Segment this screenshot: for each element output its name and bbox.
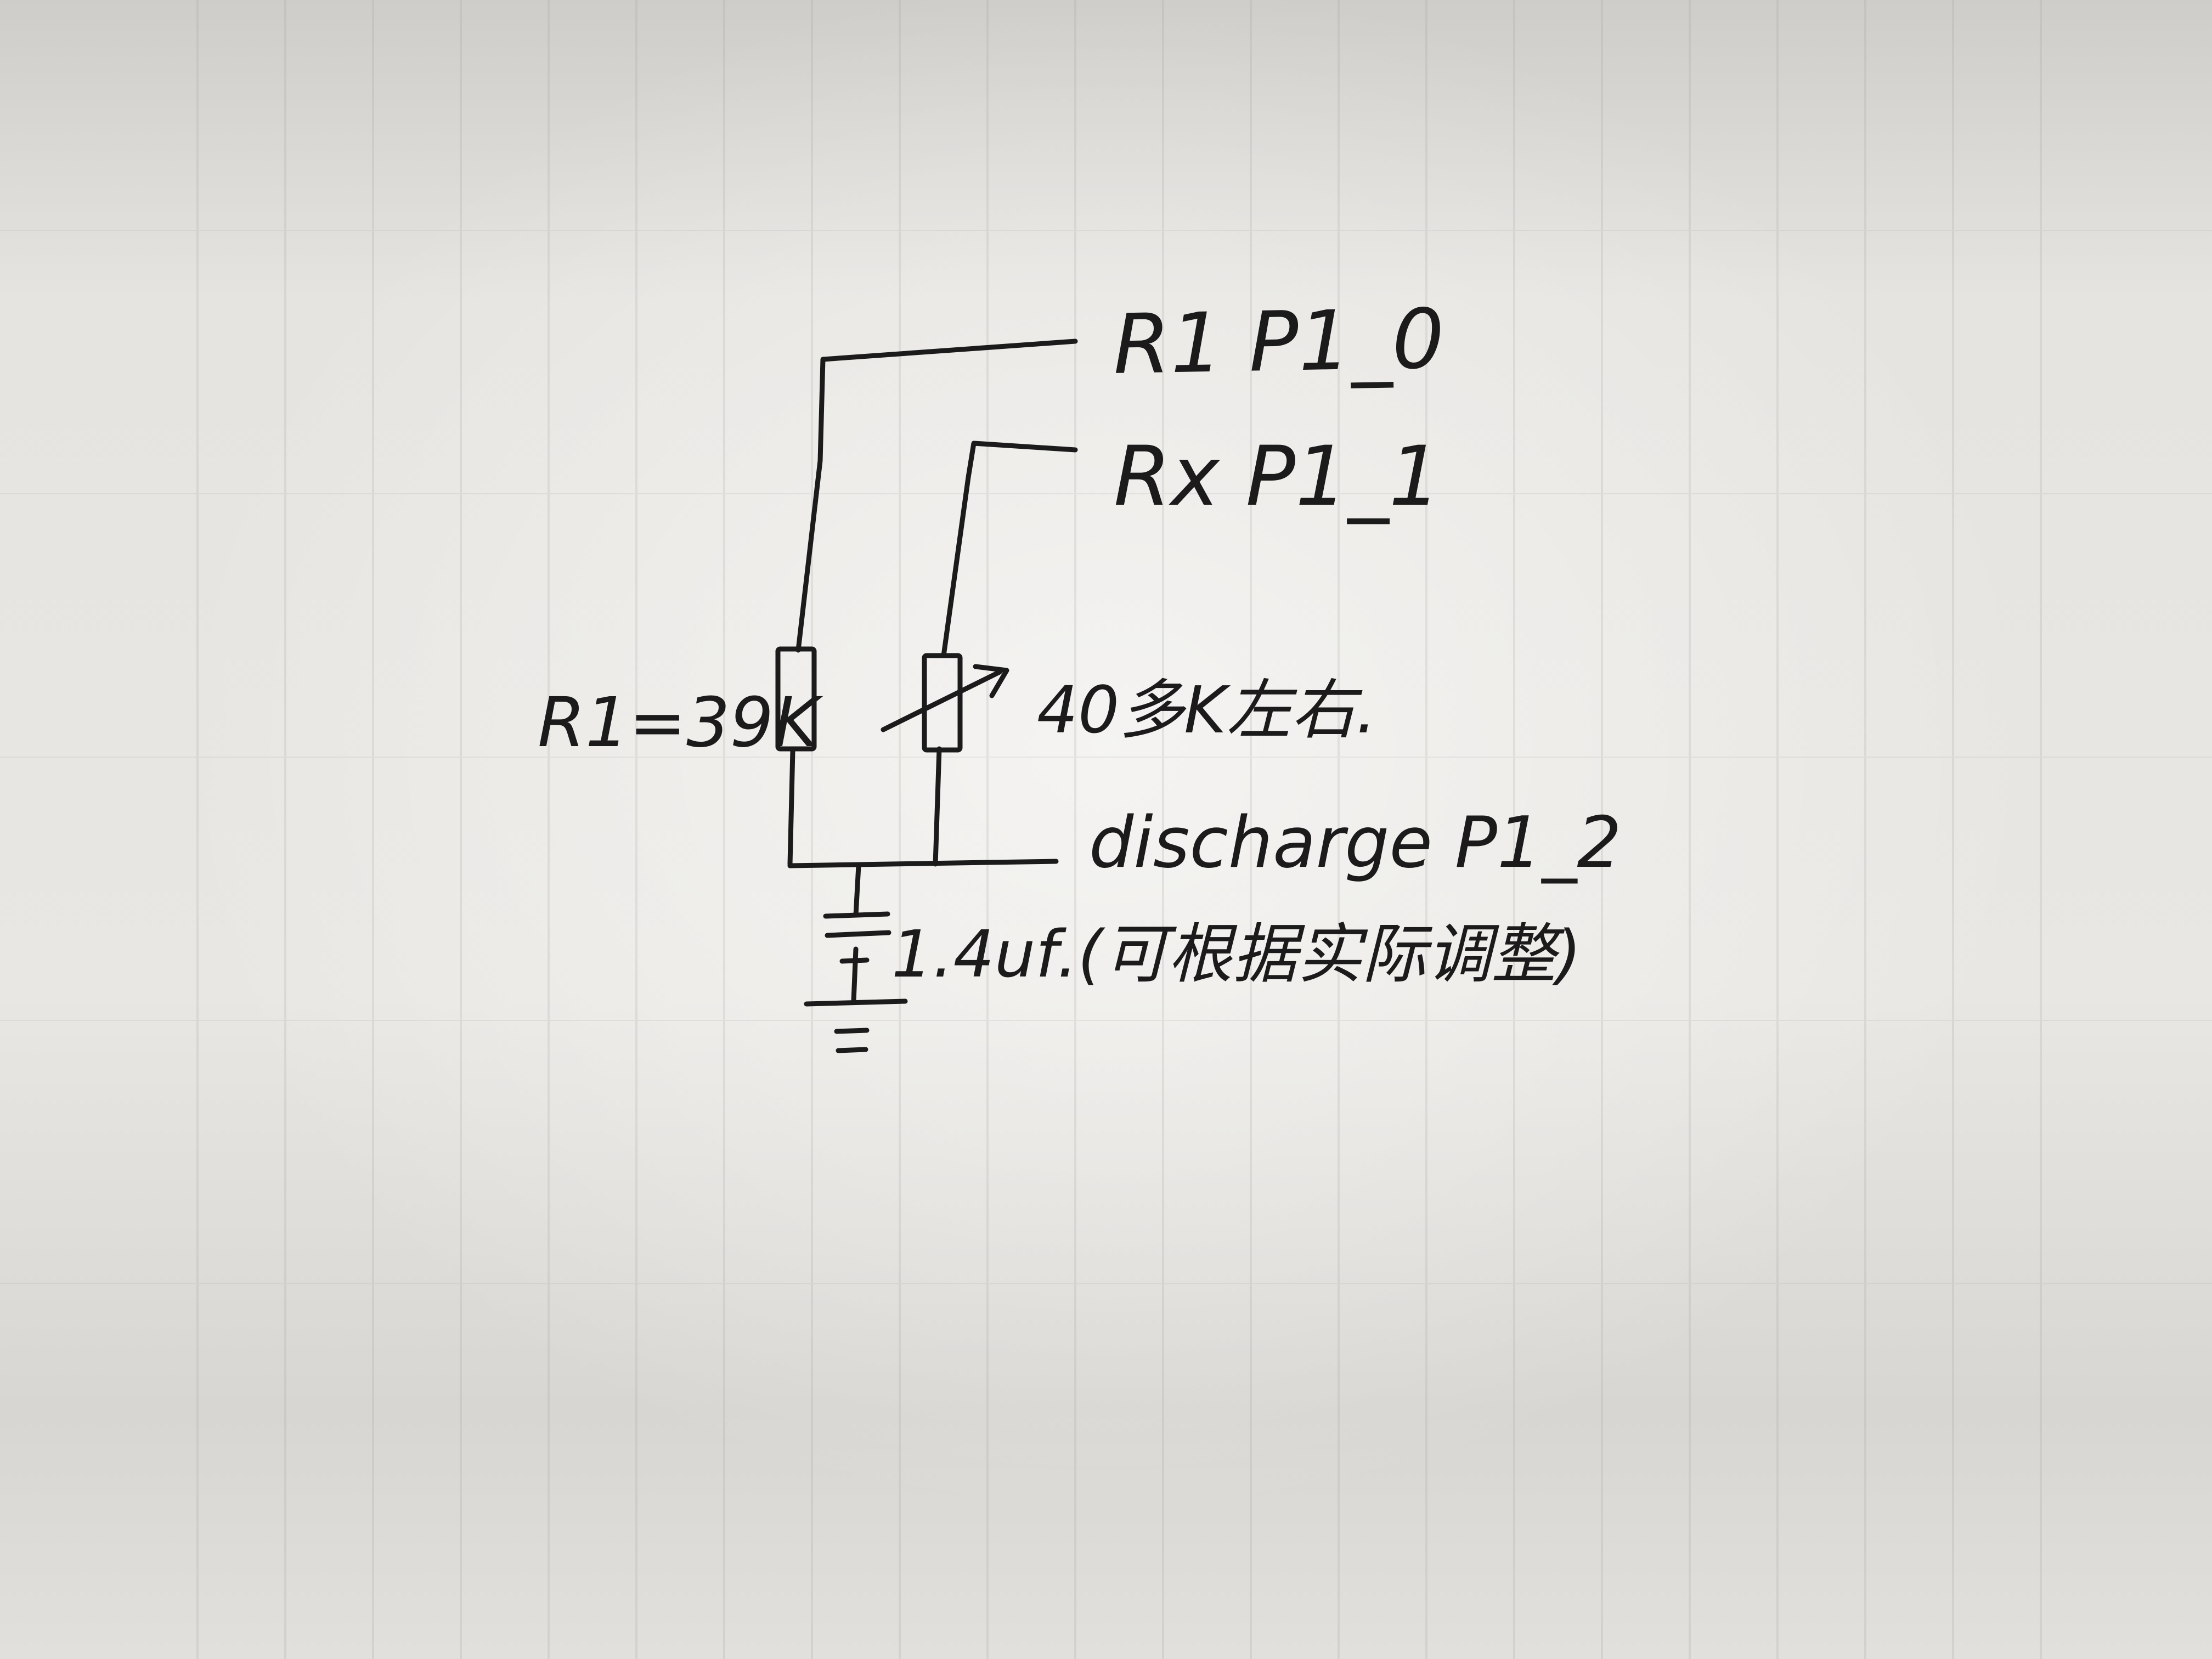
- wire-rx-top: [941, 441, 1078, 658]
- wire-capacitor-top: [853, 863, 861, 918]
- wire-discharge: [787, 859, 1059, 868]
- label-r1-pin: R1 P1_0: [1113, 291, 1446, 393]
- variable-resistor-arrowhead: [973, 664, 1009, 698]
- wire-r1-bottom: [787, 748, 795, 867]
- wire-rx-bottom: [933, 746, 942, 867]
- ground-line-3: [836, 1047, 868, 1053]
- ground-line-2: [834, 1028, 870, 1034]
- label-rx-pin: Rx P1_1: [1114, 429, 1441, 524]
- ground-line-main: [804, 998, 908, 1007]
- label-discharge-pin: discharge P1_2: [1089, 802, 1622, 884]
- capacitor-lower-tick: [839, 957, 870, 964]
- variable-resistor-arrow: [881, 669, 1002, 732]
- resistor-rx: [922, 653, 963, 753]
- label-rx-value: 40多K左右.: [1037, 672, 1376, 748]
- label-r1-value: R1=39K: [538, 683, 823, 763]
- wire-capacitor-bottom: [851, 946, 859, 1004]
- resistor-r1: [775, 646, 817, 752]
- label-capacitor: 1.4uf.(可根据实际调整): [891, 916, 1582, 992]
- wire-r1-top: [795, 338, 1078, 653]
- capacitor-plate-top: [823, 911, 890, 919]
- capacitor-plate-bottom: [825, 930, 891, 938]
